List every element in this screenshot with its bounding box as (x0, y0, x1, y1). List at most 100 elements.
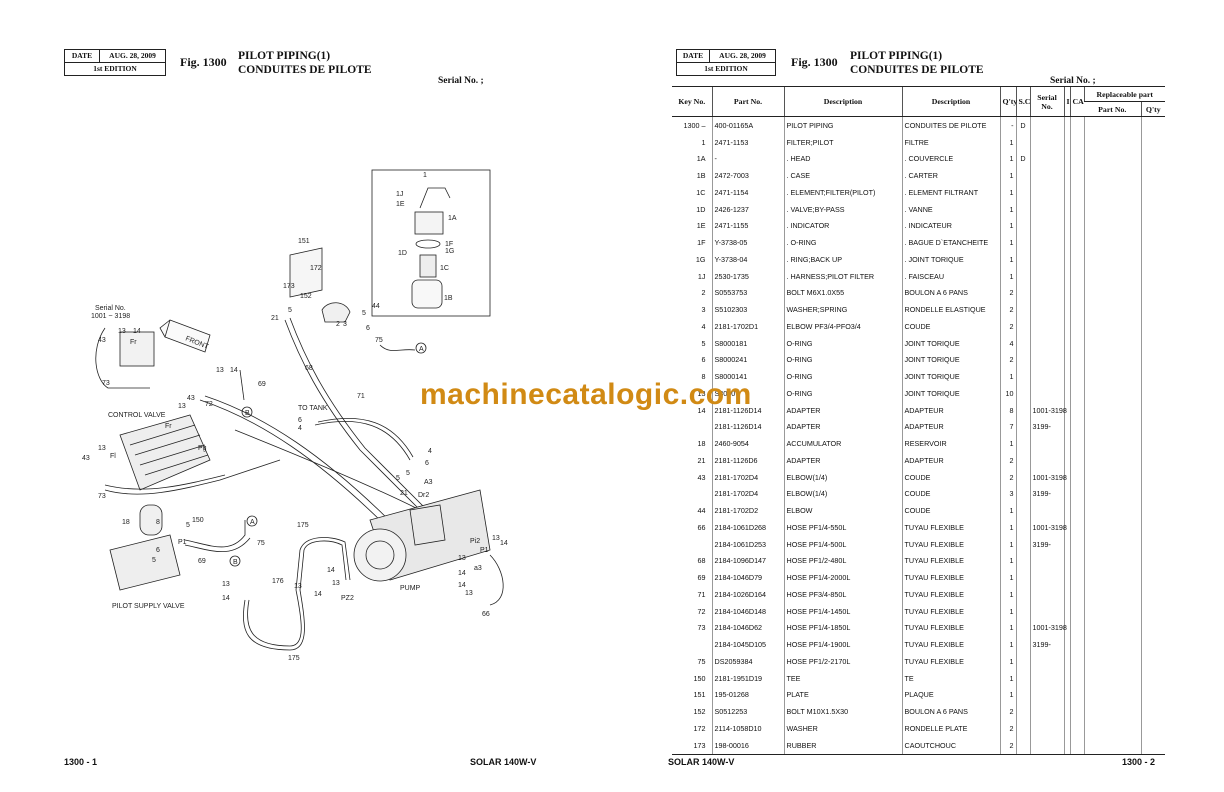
cell-ic (1063, 116, 1070, 134)
cell-sc (1015, 485, 1030, 503)
cell-ca (1069, 452, 1084, 469)
cell-qty: 2 (999, 736, 1016, 755)
cell-ic (1063, 301, 1070, 318)
svg-text:13: 13 (458, 555, 466, 562)
cell-rep-part-no (1083, 184, 1141, 201)
cell-ic (1063, 535, 1070, 553)
header-sc: S.C (1015, 86, 1030, 117)
cell-description-en: . VALVE;BY-PASS (783, 200, 902, 218)
left-date-box: DATE AUG. 28, 2009 1st EDITION (64, 49, 166, 76)
cell-qty: 1 (999, 586, 1016, 603)
cell-ca (1069, 669, 1084, 687)
svg-text:1J: 1J (396, 191, 403, 198)
svg-text:71: 71 (357, 393, 365, 400)
cell-rep-part-no (1083, 351, 1141, 369)
cell-part-no: 195-01268 (711, 686, 784, 704)
cell-description-fr: . FAISCEAU (901, 267, 1000, 285)
svg-text:172: 172 (310, 265, 322, 272)
cell-ca (1069, 736, 1084, 755)
svg-text:75: 75 (257, 540, 265, 547)
cell-key-no: 4 (701, 321, 706, 331)
left-fig-title-en: PILOT PIPING(1) (238, 50, 331, 62)
cell-serial-no (1029, 234, 1064, 251)
cell-description-fr: TUYAU FLEXIBLE (901, 586, 1000, 603)
diagram-pump-label: PUMP (400, 585, 421, 592)
svg-text:6: 6 (366, 325, 370, 332)
parts-header-row-1: Key No. Part No. Description Description… (672, 86, 1165, 117)
cell-rep-part-no (1083, 234, 1141, 251)
cell-part-no: 2184-1046D148 (711, 602, 784, 620)
svg-text:21: 21 (271, 315, 279, 322)
cell-sc (1015, 418, 1030, 436)
cell-rep-part-no (1083, 301, 1141, 318)
cell-ca (1069, 251, 1084, 268)
cell-qty: - (999, 116, 1016, 134)
cell-sc (1015, 184, 1030, 201)
hose-66-right (489, 554, 504, 606)
cell-ic (1063, 653, 1070, 670)
cell-description-en: ADAPTER (783, 418, 902, 436)
cell-description-fr: PLAQUE (901, 686, 1000, 704)
cell-description-en: HOSE PF1/4-1850L (783, 619, 902, 637)
cell-serial-no (1029, 452, 1064, 469)
cell-serial-no (1029, 368, 1064, 385)
cell-rep-part-no (1083, 519, 1141, 536)
cell-qty: 1 (999, 569, 1016, 586)
cell-description-en: . ELEMENT;FILTER(PILOT) (783, 184, 902, 201)
cell-part-no: 2460-9054 (711, 435, 784, 452)
cell-ca (1069, 351, 1084, 369)
filter-head-shape (414, 211, 444, 235)
cell-key-no: 13 (697, 388, 706, 398)
cell-sc (1015, 351, 1030, 369)
cell-description-en: HOSE PF1/4-2000L (783, 569, 902, 586)
cell-ca (1069, 385, 1084, 402)
cell-sc (1015, 519, 1030, 536)
cell-serial-no: 3199- (1029, 636, 1064, 653)
cell-qty: 1 (999, 636, 1016, 653)
right-page-number: 1300 - 2 (1122, 757, 1156, 767)
cell-key-no: 1G (695, 254, 706, 264)
svg-text:14: 14 (458, 570, 466, 577)
cell-description-fr: JOINT TORIQUE (901, 368, 1000, 385)
cell-rep-part-no (1083, 552, 1141, 570)
cell-ic (1063, 234, 1070, 251)
diagram-label-p1-pump: P1 (480, 547, 489, 554)
cell-rep-qty (1140, 217, 1165, 235)
cell-rep-qty (1140, 267, 1165, 285)
hose-175-upper (295, 537, 351, 591)
cell-part-no: 2181-1126D14 (711, 418, 784, 436)
cell-rep-qty (1140, 133, 1165, 151)
cell-rep-part-no (1083, 669, 1141, 687)
cell-description-en: BOLT M6X1.0X55 (783, 284, 902, 302)
cell-ic (1063, 636, 1070, 653)
svg-text:150: 150 (192, 517, 204, 524)
cell-rep-part-no (1083, 535, 1141, 553)
cell-description-fr: COUDE (901, 318, 1000, 335)
cell-serial-no: 1001-3198 (1029, 468, 1067, 486)
cell-rep-qty (1140, 401, 1165, 419)
right-edition: 1st EDITION (704, 64, 748, 73)
header-key-no: Key No. (672, 86, 712, 117)
cell-qty: 2 (999, 468, 1016, 486)
cell-description-fr: BOULON A 6 PANS (901, 284, 1000, 302)
cell-ic (1063, 133, 1070, 151)
cell-part-no: 2184-1046D79 (711, 569, 784, 586)
cell-description-en: O-RING (783, 351, 902, 369)
cell-sc (1015, 133, 1030, 151)
diagram-pilot-supply-valve-label: PILOT SUPPLY VALVE (112, 603, 185, 610)
cell-key-no: 150 (693, 673, 706, 683)
cell-ca (1069, 150, 1084, 168)
cell-description-fr: CAOUTCHOUC (901, 736, 1000, 755)
cell-sc (1015, 284, 1030, 302)
front-arrow-shape (159, 319, 211, 353)
filter-case-shape (411, 279, 443, 309)
cell-description-en: HOSE PF1/2-480L (783, 552, 902, 570)
left-serial-label: Serial No. ; (438, 76, 484, 86)
